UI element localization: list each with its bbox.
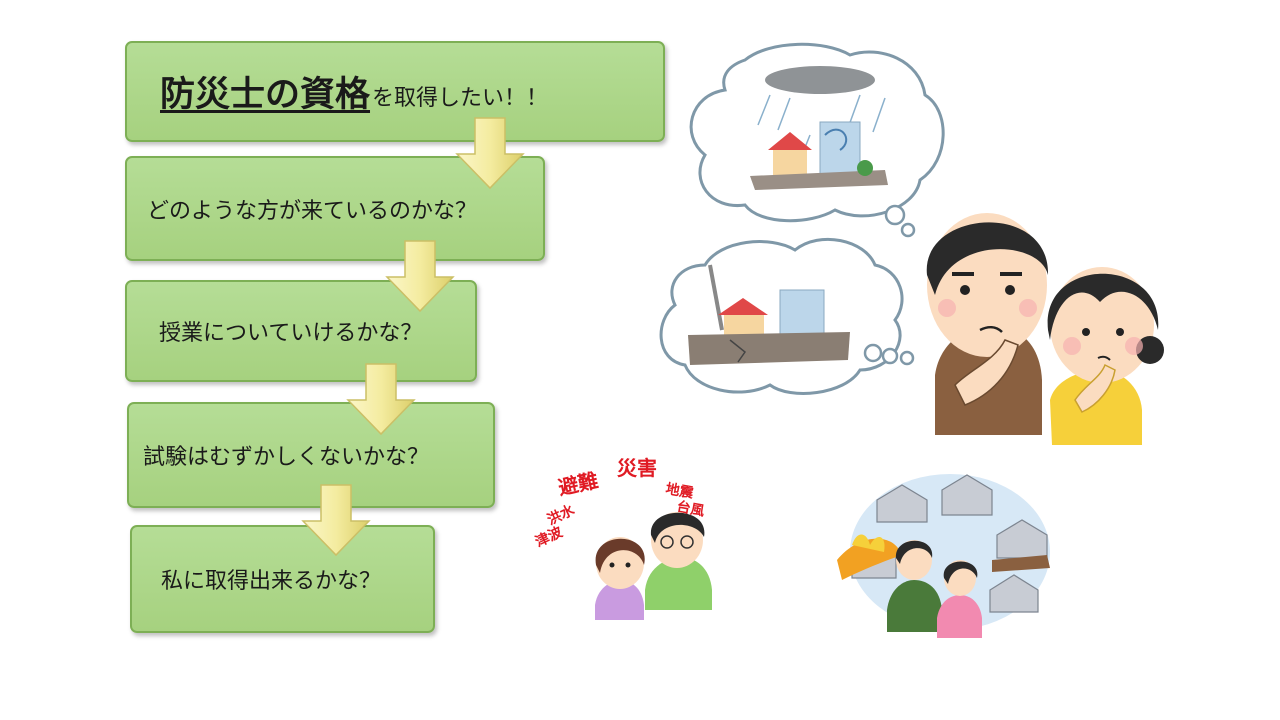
flow-box-step-2: 授業についていけるかな？: [125, 280, 477, 382]
worried-man-figure: [926, 213, 1049, 435]
storm-thought-bubble: [689, 42, 945, 223]
step-4-text: 私に取得出来るかな？: [161, 569, 382, 594]
word-jishin: 地震: [664, 480, 696, 502]
town-disaster-illustration: [837, 474, 1050, 638]
flow-box-step-4: 私に取得出来るかな？: [130, 525, 435, 633]
title-strong-text: 防災士の資格: [160, 75, 371, 115]
title-rest-text: を取得したい！！: [372, 85, 549, 111]
earthquake-thought-bubble: [659, 237, 904, 395]
down-arrow-icon: [385, 240, 455, 313]
disaster-words-illustration: 避難 災害 地震 台風 洪水 津波: [520, 425, 740, 635]
step-1-text: どのような方が来ているのかな？: [147, 198, 478, 224]
down-arrow-icon: [455, 117, 525, 190]
flow-box-title: 防災士の資格 を取得したい！！: [125, 41, 665, 142]
word-saigai: 災害: [617, 456, 657, 480]
down-arrow-icon: [301, 484, 371, 557]
step-2-text: 授業についていけるかな？: [159, 321, 423, 346]
thinking-couple-illustration: [659, 42, 1164, 445]
worried-woman-figure: [1047, 267, 1164, 445]
flow-box-step-3: 試験はむずかしくないかな？: [127, 402, 495, 508]
down-arrow-icon: [346, 363, 416, 436]
step-3-text: 試験はむずかしくないかな？: [143, 445, 430, 470]
